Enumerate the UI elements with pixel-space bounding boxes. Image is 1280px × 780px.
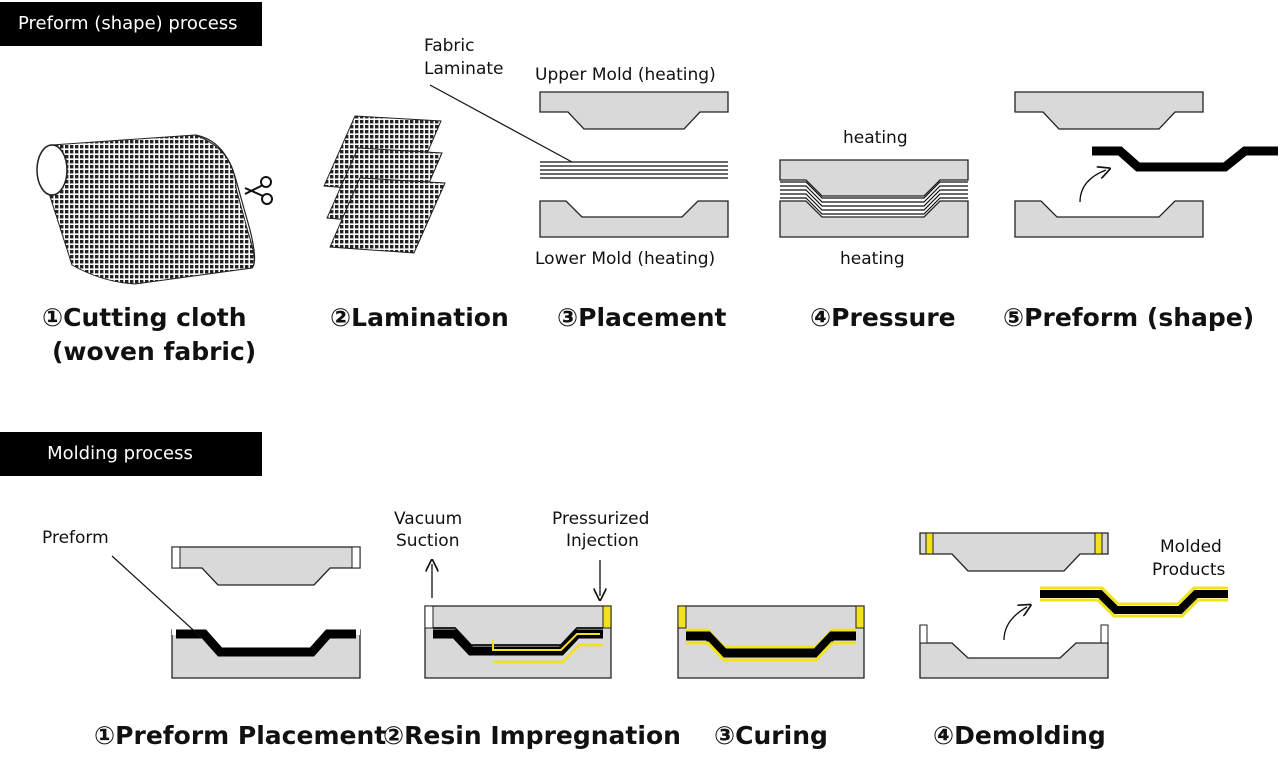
fabric-laminate-label-1: Fabric [424,36,475,56]
heating-top-label: heating [843,128,908,148]
step-preform-shape-title: ⑤Preform (shape) [1003,303,1255,332]
molding-step1 [111,546,361,679]
molding-process-header: Molding process [0,432,262,476]
step-demolding-title: ④Demolding [933,721,1106,750]
lower-mold-label: Lower Mold (heating) [535,249,716,269]
pressurized-injection-label-1: Pressurized [552,509,650,529]
heating-bottom-label: heating [840,249,905,269]
step-lamination-title: ②Lamination [330,303,509,332]
step-cutting-cloth-subtitle: (woven fabric) [52,337,257,366]
vacuum-suction-label-2: Suction [396,531,460,551]
fabric-roll [36,134,256,285]
step-preform-placement-title: ①Preform Placement [94,721,387,750]
pressure-molds [779,159,969,238]
step-cutting-cloth-title: ①Cutting cloth [42,303,247,332]
preform-result [1014,91,1278,238]
pressurized-injection-label-2: Injection [566,531,639,551]
molded-products-label-2: Products [1152,560,1226,580]
scissors-icon [244,176,273,205]
step-curing-title: ③Curing [714,721,828,750]
step-placement-title: ③Placement [557,303,727,332]
preform-process-header: Preform (shape) process [0,2,262,46]
upper-mold-label: Upper Mold (heating) [535,65,716,85]
preform-label: Preform [42,528,109,548]
step-pressure-title: ④Pressure [810,303,956,332]
vacuum-suction-label-1: Vacuum [394,509,463,529]
molding-step3 [677,605,865,679]
placement-molds [429,84,729,238]
fabric-layers [323,115,446,254]
molded-products-label-1: Molded [1160,537,1222,557]
step-resin-impregnation-title: ②Resin Impregnation [383,721,681,750]
fabric-laminate-label-2: Laminate [424,59,504,79]
molding-step4 [919,532,1228,679]
molding-step2 [424,560,612,679]
